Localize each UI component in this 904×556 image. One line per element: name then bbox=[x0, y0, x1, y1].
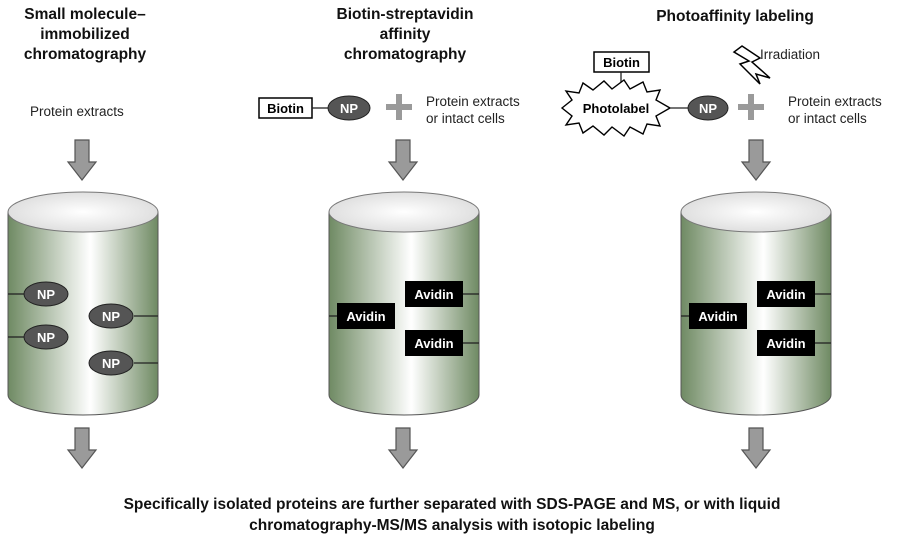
down-arrow-icon bbox=[388, 427, 418, 469]
down-arrow-icon bbox=[388, 139, 418, 181]
label-line: Protein extracts bbox=[426, 94, 520, 109]
avidin-label: Avidin bbox=[346, 309, 385, 324]
col1-input-label: Protein extracts bbox=[30, 104, 124, 119]
label-line: Protein extracts bbox=[788, 94, 882, 109]
avidin-label: Avidin bbox=[698, 309, 737, 324]
avidin-box: Avidin bbox=[757, 281, 831, 307]
footer-line: Specifically isolated proteins are furth… bbox=[123, 496, 781, 513]
np-node: NP bbox=[88, 303, 158, 329]
label-line: or intact cells bbox=[788, 111, 867, 126]
np-node: NP bbox=[8, 324, 69, 350]
title-line: Biotin-streptavidin bbox=[336, 6, 474, 23]
title-small-molecule: Small molecule– immobilized chromatograp… bbox=[10, 5, 160, 65]
footer-caption: Specifically isolated proteins are furth… bbox=[0, 494, 904, 536]
column-cylinder-3 bbox=[680, 191, 832, 416]
avidin-box: Avidin bbox=[405, 330, 479, 356]
title-line: chromatography bbox=[23, 46, 147, 63]
lightning-bolt-icon bbox=[732, 45, 771, 85]
title-biotin-streptavidin: Biotin-streptavidin affinity chromatogra… bbox=[315, 5, 495, 65]
np-label: NP bbox=[37, 330, 55, 345]
title-line: affinity bbox=[379, 26, 431, 43]
plus-icon bbox=[386, 94, 412, 120]
down-arrow-icon bbox=[741, 139, 771, 181]
avidin-label: Avidin bbox=[766, 287, 805, 302]
down-arrow-icon bbox=[67, 427, 97, 469]
irradiation-label: Irradiation bbox=[760, 47, 821, 62]
title-line: immobilized bbox=[40, 26, 130, 43]
column-cylinder-1 bbox=[7, 191, 159, 416]
avidin-label: Avidin bbox=[414, 336, 453, 351]
avidin-label: Avidin bbox=[766, 336, 805, 351]
title-line: Photoaffinity labeling bbox=[656, 8, 814, 25]
np-label: NP bbox=[340, 101, 358, 116]
biotin-label: Biotin bbox=[603, 55, 640, 70]
np-label: NP bbox=[102, 356, 120, 371]
col2-input-label: Protein extracts or intact cells bbox=[426, 93, 520, 127]
biotin-np-probe: Biotin NP bbox=[258, 95, 371, 121]
photolabel-probe: Biotin Photolabel NP bbox=[560, 51, 729, 138]
footer-line: chromatography-MS/MS analysis with isoto… bbox=[249, 517, 655, 534]
np-label: NP bbox=[699, 101, 717, 116]
photolabel-label: Photolabel bbox=[583, 101, 649, 116]
np-label: NP bbox=[37, 287, 55, 302]
np-node: NP bbox=[88, 350, 158, 376]
down-arrow-icon bbox=[741, 427, 771, 469]
np-label: NP bbox=[102, 309, 120, 324]
avidin-box: Avidin bbox=[329, 303, 395, 329]
np-node: NP bbox=[8, 281, 69, 307]
title-photoaffinity: Photoaffinity labeling bbox=[625, 7, 845, 27]
avidin-box: Avidin bbox=[681, 303, 747, 329]
avidin-box: Avidin bbox=[757, 330, 831, 356]
avidin-label: Avidin bbox=[414, 287, 453, 302]
column-cylinder-2 bbox=[328, 191, 480, 416]
down-arrow-icon bbox=[67, 139, 97, 181]
biotin-label: Biotin bbox=[267, 101, 304, 116]
label-line: or intact cells bbox=[426, 111, 505, 126]
title-line: chromatography bbox=[343, 46, 467, 63]
plus-icon bbox=[738, 94, 764, 120]
col3-input-label: Protein extracts or intact cells bbox=[788, 93, 882, 127]
avidin-box: Avidin bbox=[405, 281, 479, 307]
title-line: Small molecule– bbox=[24, 6, 146, 23]
